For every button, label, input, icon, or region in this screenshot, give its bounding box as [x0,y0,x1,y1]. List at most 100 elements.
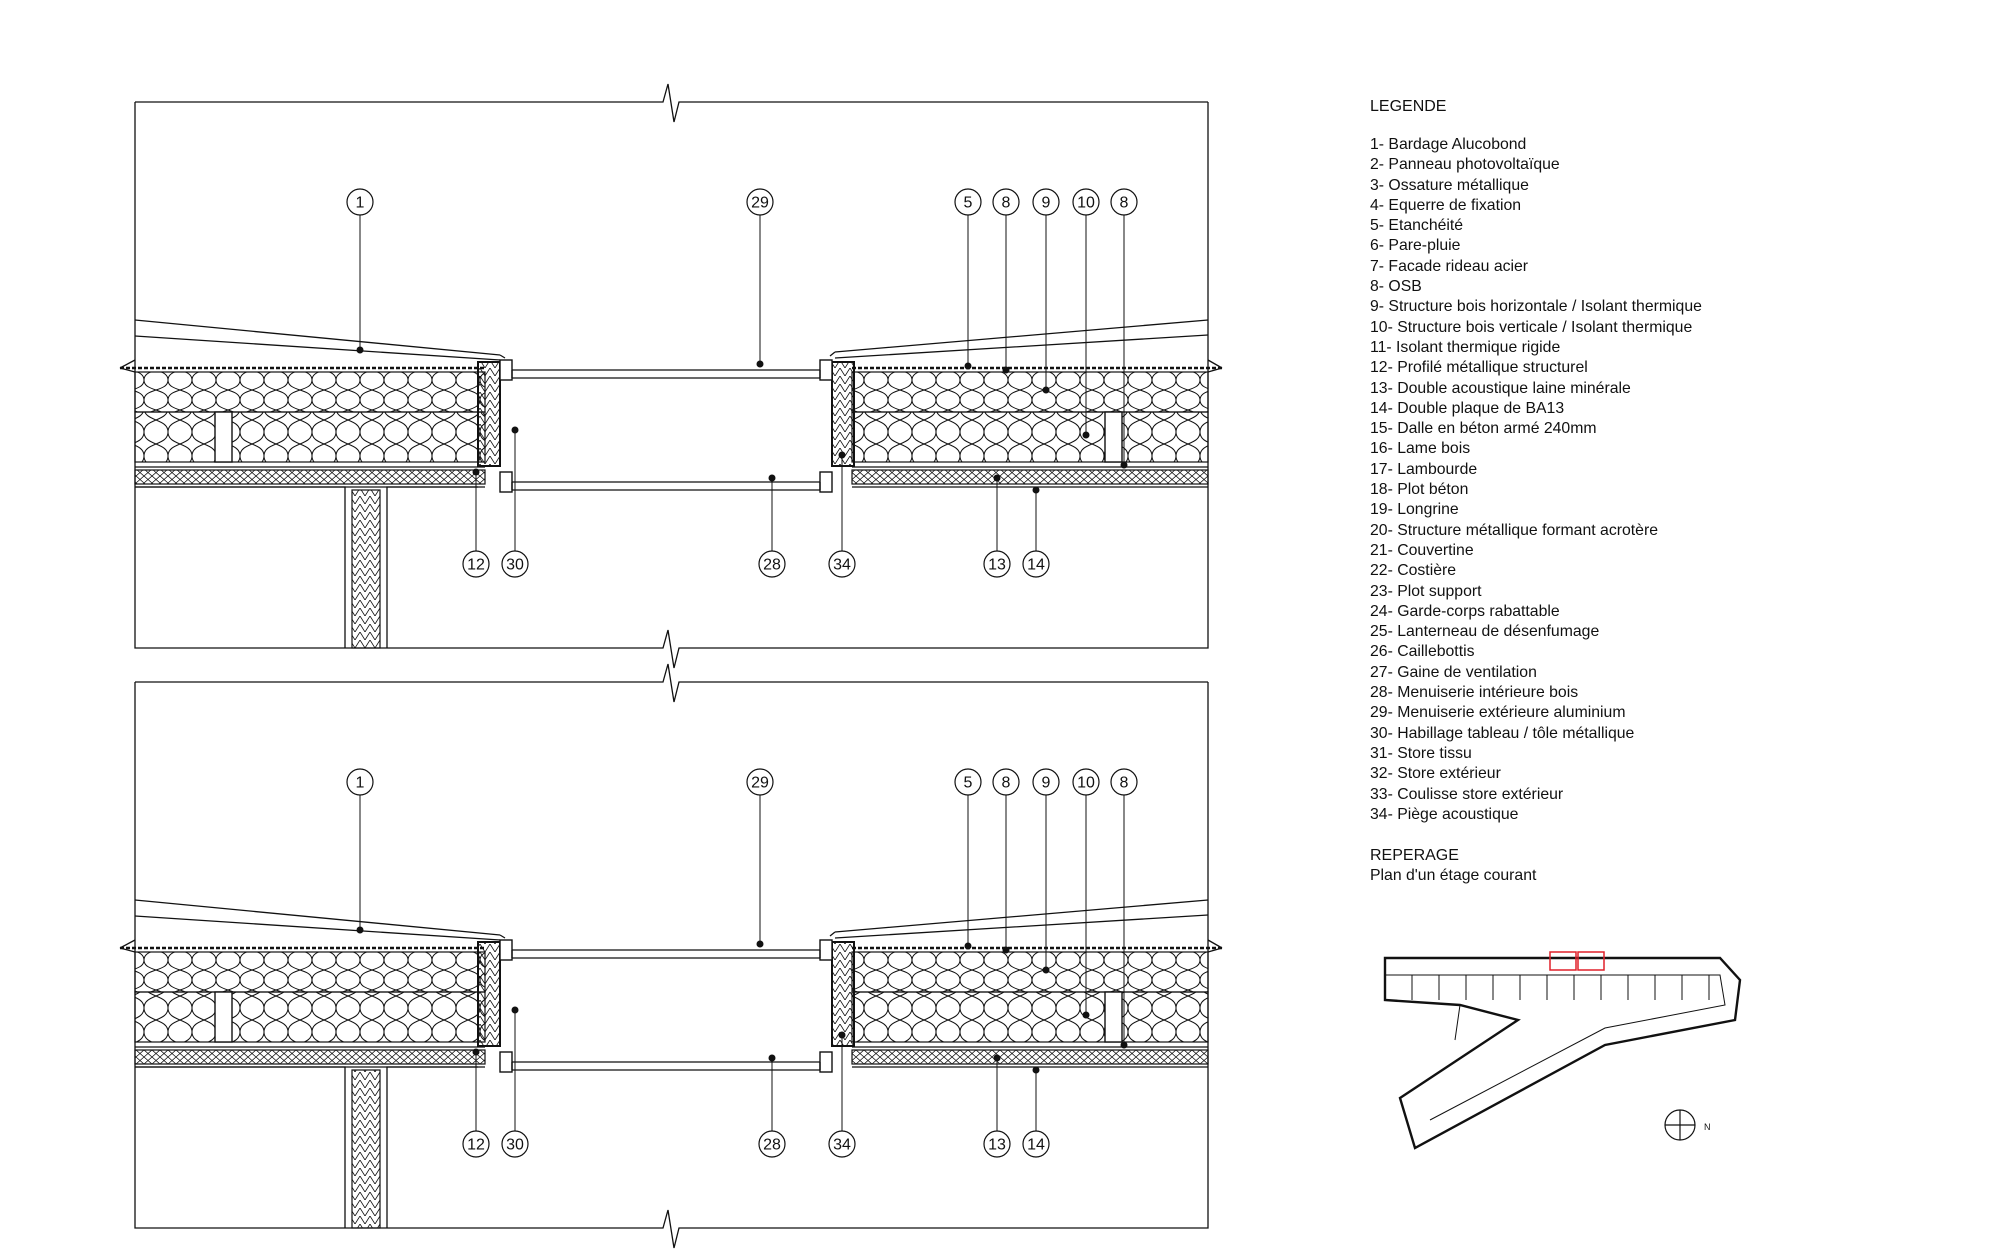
interior-glazing [511,1061,821,1071]
legend-item: 8- OSB [1370,278,1422,296]
legend-item: 17- Lambourde [1370,460,1478,478]
timber-stud [1104,991,1123,1043]
timber-stud [1104,411,1123,463]
callout-28: 28 [758,1054,786,1158]
legend-item: 1- Bardage Alucobond [1370,136,1527,153]
callout-34: 34 [828,451,856,578]
callout-5: 5 [954,188,982,370]
callout-label: 9 [1042,775,1051,792]
callout-34: 34 [828,1031,856,1158]
timber-stud [214,411,233,463]
callout-label: 12 [467,557,485,574]
timber-stud [214,991,233,1043]
callout-29: 29 [746,768,774,948]
callout-1: 1 [346,188,374,354]
callout-label: 30 [506,1137,524,1154]
legend-item: 30- Habillage tableau / tôle métallique [1370,724,1635,742]
detail-bottom: 1 29 5 8 9 10 8 12 30 28 34 13 14 [119,663,1223,1249]
callout-label: 28 [763,1137,781,1154]
frame-outline [134,83,1209,669]
frame-outline [134,663,1209,1249]
partition-wall [135,1066,478,1228]
callout-8: 8 [1110,768,1138,1049]
callout-30: 30 [501,1006,529,1158]
acoustic-layer [134,1049,486,1065]
reperage-title: REPERAGE [1370,847,1459,865]
window-jamb [819,359,855,493]
insulation-wall [851,951,1209,1068]
callout-label: 34 [833,557,851,574]
legend-item: 21- Couvertine [1370,541,1474,559]
north-arrow-icon: N [1664,1109,1711,1141]
legend-item: 31- Store tissu [1370,744,1472,762]
callout-9: 9 [1032,188,1060,394]
highlight-marker [1577,951,1605,971]
callout-13: 13 [983,474,1011,578]
callout-label: 12 [467,1137,485,1154]
callout-8: 8 [992,188,1020,374]
callout-label: 10 [1077,195,1095,212]
legend-item: 11- Isolant thermique rigide [1370,338,1561,356]
callout-14: 14 [1022,486,1050,578]
acoustic-layer [851,469,1209,485]
callout-label: 8 [1120,775,1129,792]
legend-item: 34- Piège acoustique [1370,805,1519,823]
legend-item: 24- Garde-corps rabattable [1370,602,1560,620]
callout-10: 10 [1072,188,1100,439]
legend-item: 29- Menuiserie extérieure aluminium [1370,704,1626,722]
callout-10: 10 [1072,768,1100,1019]
callout-label: 30 [506,557,524,574]
legend-item: 22- Costière [1370,562,1457,580]
callout-label: 34 [833,1137,851,1154]
callout-29: 29 [746,188,774,368]
legend-item: 19- Longrine [1370,501,1459,519]
callout-13: 13 [983,1054,1011,1158]
callout-label: 5 [964,775,973,792]
callout-5: 5 [954,768,982,950]
legend-item: 18- Plot béton [1370,481,1469,499]
callout-label: 5 [964,195,973,212]
callout-label: 14 [1027,1137,1045,1154]
insulation-wall [851,371,1209,488]
callout-label: 13 [988,1137,1006,1154]
legend-item: 7- Facade rideau acier [1370,257,1529,275]
callout-label: 28 [763,557,781,574]
window-jamb [819,939,855,1073]
partition-core [351,1069,381,1229]
legend-item: 25- Lanterneau de désenfumage [1370,623,1600,641]
north-label: N [1704,1122,1711,1132]
legend-item: 5- Etanchéité [1370,217,1464,235]
callout-8: 8 [1110,188,1138,469]
insulation-wall [134,951,486,1068]
legend-item: 27- Gaine de ventilation [1370,663,1537,681]
cladding [119,899,1223,953]
legend-item: 12- Profilé métallique structurel [1370,359,1588,377]
legend-item: 15- Dalle en béton armé 240mm [1370,420,1597,438]
callout-28: 28 [758,474,786,578]
legend-item: 33- Coulisse store extérieur [1370,785,1564,803]
legend-title: LEGENDE [1370,98,1447,115]
key-plan: N [1383,951,1742,1150]
legend-item: 14- Double plaque de BA13 [1370,399,1565,417]
legend-item: 4- Equerre de fixation [1370,196,1522,214]
window-jamb [477,939,513,1073]
legend-item: 3- Ossature métallique [1370,176,1529,194]
callout-1: 1 [346,768,374,934]
callout-label: 8 [1120,195,1129,212]
callout-label: 1 [356,775,365,792]
callout-label: 1 [356,195,365,212]
legend-item: 26- Caillebottis [1370,643,1475,661]
legend-item: 20- Structure métallique formant acrotèr… [1370,521,1658,539]
insulation-wall [134,371,486,488]
legend-item: 28- Menuiserie intérieure bois [1370,684,1579,702]
partition-wall [135,486,478,648]
legend-item: 9- Structure bois horizontale / Isolant … [1370,298,1702,316]
callout-14: 14 [1022,1066,1050,1158]
callout-label: 9 [1042,195,1051,212]
callout-label: 8 [1002,195,1011,212]
callout-label: 8 [1002,775,1011,792]
acoustic-layer [134,469,486,485]
callout-12: 12 [462,1048,490,1158]
